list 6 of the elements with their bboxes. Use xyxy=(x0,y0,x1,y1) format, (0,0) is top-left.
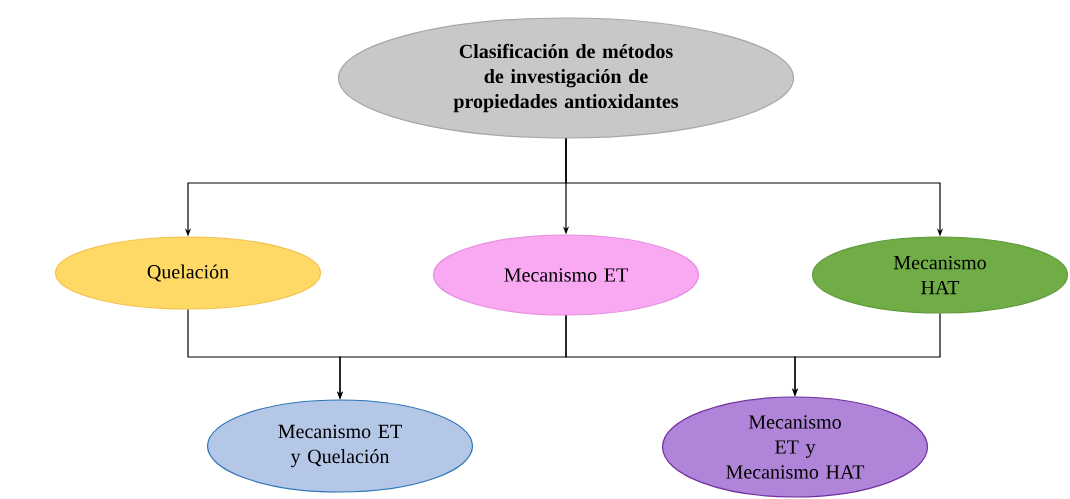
ellipse-node: Mecanismo ET y Mecanismo HAT xyxy=(661,396,929,498)
ellipse-node: Mecanismo ET y Quelación xyxy=(206,399,474,493)
ellipse-node: Quelación xyxy=(54,236,322,310)
ellipse-node: Clasificación de métodos de investigación de propiedades antioxidantes xyxy=(337,17,795,139)
ellipse-node: Mecanismo ET xyxy=(432,234,700,316)
ellipse-node: Mecanismo HAT xyxy=(811,236,1069,314)
